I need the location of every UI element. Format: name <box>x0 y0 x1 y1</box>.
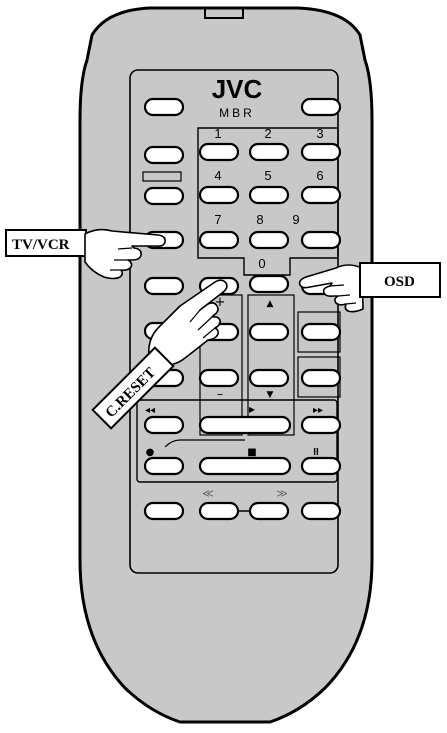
bottom-right-button[interactable] <box>300 501 342 521</box>
record-icon: ● <box>146 447 155 458</box>
tv-vcr-callout-box <box>5 229 87 257</box>
side-button-lower[interactable] <box>300 368 342 388</box>
record-button[interactable] <box>143 456 185 476</box>
pointing-hand-diagonal-icon <box>147 279 228 366</box>
side-button-upper[interactable] <box>300 322 342 342</box>
jvc-logo: JVC <box>212 74 263 104</box>
pause-icon: II <box>313 447 319 458</box>
play-icon: ▸ <box>249 402 255 416</box>
hand-left-fingers <box>110 247 133 271</box>
down-arrow-icon: ▼ <box>267 390 274 400</box>
left-button-row2[interactable] <box>143 145 185 165</box>
key-3-button[interactable] <box>300 142 342 162</box>
mbr-logo: MBR <box>219 106 255 120</box>
hand-right-fingers <box>329 284 357 305</box>
osd-callout-label: OSD <box>384 274 415 290</box>
counter-display-window <box>142 171 182 182</box>
tracking-frame <box>199 294 243 436</box>
skip-forward-button[interactable] <box>248 501 290 521</box>
c-reset-callout-box <box>91 346 175 430</box>
tv-vcr-callout-label: TV/VCR <box>12 237 70 253</box>
pointing-hand-left-icon <box>84 228 166 280</box>
channel-down-button[interactable] <box>248 368 290 388</box>
key-5-button[interactable] <box>248 185 290 205</box>
fast-forward-button[interactable] <box>300 415 342 435</box>
play-button[interactable] <box>198 415 292 435</box>
rewind-icon: ◂◂ <box>145 405 155 416</box>
key-4-button[interactable] <box>198 185 240 205</box>
remote-top-notch <box>204 8 244 19</box>
key-6-button[interactable] <box>300 185 342 205</box>
up-arrow-icon: ▲ <box>267 299 274 309</box>
minus-label: – <box>217 387 223 401</box>
hand-diagonal-fingers <box>189 309 216 339</box>
right-top-button[interactable] <box>300 97 342 117</box>
stop-button[interactable] <box>198 456 292 476</box>
stop-icon: ■ <box>247 447 256 458</box>
power-button[interactable] <box>143 97 185 117</box>
key-1-button[interactable] <box>198 142 240 162</box>
key-0-button[interactable] <box>248 274 290 294</box>
keypad-frame <box>197 127 339 276</box>
tracking-minus-button[interactable] <box>198 368 240 388</box>
key-9-button[interactable] <box>300 230 342 250</box>
bottom-left-button[interactable] <box>143 501 185 521</box>
key-4-label: 4 <box>214 168 221 183</box>
key-0-label: 0 <box>258 256 265 271</box>
key-2-button[interactable] <box>248 142 290 162</box>
osd-callout-box <box>359 262 441 298</box>
key-8-button[interactable] <box>248 230 290 250</box>
skip-back-button[interactable] <box>198 501 240 521</box>
key-9-label: 9 <box>292 212 299 227</box>
key-7-button[interactable] <box>198 230 240 250</box>
transport-frame <box>136 399 338 483</box>
pause-button[interactable] <box>300 456 342 476</box>
channel-up-button[interactable] <box>248 322 290 342</box>
rewind-button[interactable] <box>143 415 185 435</box>
left-button-row3[interactable] <box>143 186 185 206</box>
key-6-label: 6 <box>316 168 323 183</box>
plus-label: + <box>215 295 226 310</box>
key-3-label: 3 <box>316 126 323 141</box>
key-7-label: 7 <box>214 212 221 227</box>
key-2-label: 2 <box>264 126 271 141</box>
fast-forward-icon: ▸▸ <box>313 405 323 416</box>
key-8-label: 8 <box>256 212 263 227</box>
left-button-row5[interactable] <box>143 276 185 296</box>
play-bracket-line <box>164 439 245 448</box>
channel-frame <box>247 294 295 436</box>
key-1-label: 1 <box>214 126 221 141</box>
key-5-label: 5 <box>264 168 271 183</box>
pointing-hand-right-icon <box>298 264 364 313</box>
skip-back-icon: ≪ <box>202 487 214 500</box>
skip-forward-icon: ≫ <box>276 487 288 500</box>
